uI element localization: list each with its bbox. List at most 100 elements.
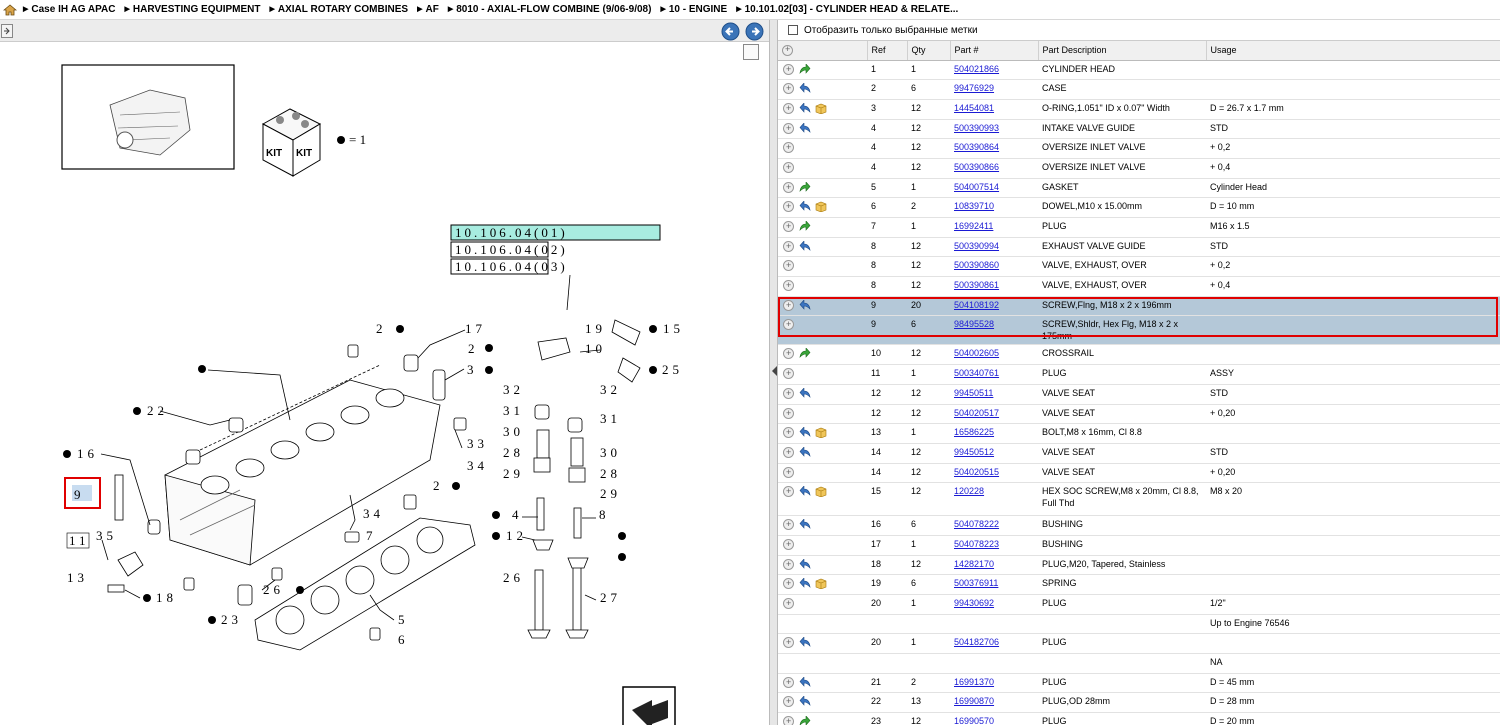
callout[interactable]: 33	[467, 436, 488, 451]
splitter-arrow-icon[interactable]	[771, 365, 778, 377]
breadcrumb-item[interactable]: 10 - ENGINE	[660, 4, 727, 15]
return-arrow-icon[interactable]	[799, 122, 811, 134]
callout[interactable]: 29	[600, 486, 621, 501]
callout[interactable]: 10	[585, 341, 606, 356]
kit-box-icon[interactable]	[815, 103, 827, 114]
cell-part-number[interactable]: 500390993	[950, 119, 1038, 140]
part-number-link[interactable]: 504078223	[954, 538, 1000, 549]
callout[interactable]: 26	[263, 582, 284, 597]
add-to-cart-icon[interactable]	[783, 518, 794, 531]
callout[interactable]: 19	[585, 321, 606, 336]
table-row[interactable]: Up to Engine 76546	[778, 614, 1500, 635]
back-arrow-icon[interactable]	[721, 22, 740, 41]
cell-part-number[interactable]: 500340761	[950, 364, 1038, 385]
breadcrumb-item[interactable]: Case IH AG APAC	[23, 4, 115, 15]
callout[interactable]: 27	[600, 590, 621, 605]
reference-link[interactable]: 10.106.04(02)	[455, 242, 568, 257]
callout[interactable]: 25	[662, 362, 683, 377]
column-header-part-number[interactable]: Part #	[950, 41, 1039, 61]
cell-part-number[interactable]: 98495528	[950, 315, 1038, 346]
add-to-cart-icon[interactable]	[783, 220, 794, 232]
part-number-link[interactable]: 500390866	[954, 161, 1000, 172]
breadcrumb-item[interactable]: 8010 - AXIAL-FLOW COMBINE (9/06-9/08)	[448, 4, 651, 15]
return-arrow-icon[interactable]	[799, 299, 811, 311]
return-arrow-icon[interactable]	[799, 519, 811, 530]
collapse-icon[interactable]	[1, 24, 13, 38]
cell-part-number[interactable]: 500376911	[950, 574, 1038, 595]
add-to-cart-icon[interactable]	[783, 715, 794, 725]
add-to-cart-icon[interactable]	[783, 122, 794, 134]
add-to-cart-icon[interactable]	[783, 538, 794, 550]
cell-part-number[interactable]: 99476929	[950, 79, 1038, 100]
callout[interactable]: 32	[600, 382, 621, 397]
add-to-cart-icon[interactable]	[783, 387, 794, 399]
cell-part-number[interactable]: 16990570	[950, 712, 1038, 725]
cell-part-number[interactable]: 500390861	[950, 276, 1038, 297]
return-arrow-icon[interactable]	[799, 387, 811, 399]
cell-part-number[interactable]: 99430692	[950, 594, 1038, 615]
pane-splitter[interactable]	[769, 20, 778, 725]
part-number-link[interactable]: 99450511	[954, 387, 994, 398]
part-number-link[interactable]: 504020515	[954, 466, 1000, 477]
callout[interactable]: 31	[503, 403, 524, 418]
part-number-link[interactable]: 14282170	[954, 558, 995, 569]
callout[interactable]: 32	[503, 382, 524, 397]
callout[interactable]: 31	[600, 411, 621, 426]
cell-part-number[interactable]	[950, 614, 1038, 635]
column-header-qty[interactable]: Qty	[907, 41, 951, 61]
part-number-link[interactable]: 16586225	[954, 427, 995, 438]
add-to-cart-icon[interactable]	[783, 347, 794, 360]
kit-box-icon[interactable]	[815, 486, 827, 498]
cell-part-number[interactable]: 500390864	[950, 138, 1038, 159]
cell-part-number[interactable]: 500390860	[950, 256, 1038, 278]
callout[interactable]: 16	[77, 446, 98, 461]
breadcrumb-item[interactable]: AF	[417, 4, 438, 15]
return-arrow-icon[interactable]	[799, 201, 811, 212]
part-number-link[interactable]: 10839710	[954, 201, 995, 212]
return-arrow-icon[interactable]	[799, 676, 811, 688]
part-number-link[interactable]: 500340761	[954, 368, 1000, 379]
callout[interactable]: 26	[503, 570, 524, 585]
callout[interactable]: 13	[67, 570, 88, 585]
cell-part-number[interactable]: 504108192	[950, 296, 1038, 317]
callout-selected[interactable]: 9	[74, 487, 85, 502]
part-number-link[interactable]: 504020517	[954, 407, 1000, 418]
add-to-cart-icon[interactable]	[783, 259, 794, 272]
part-number-link[interactable]: 504108192	[954, 299, 1000, 310]
callout[interactable]: 4	[512, 507, 523, 522]
cell-part-number[interactable]: 504021866	[950, 60, 1038, 81]
callout[interactable]: 8	[599, 507, 610, 522]
callout[interactable]: 34	[363, 506, 384, 521]
return-arrow-icon[interactable]	[799, 446, 811, 458]
callout[interactable]: 34	[467, 458, 488, 473]
cell-part-number[interactable]: 10839710	[950, 197, 1038, 218]
part-number-link[interactable]: 16991370	[954, 676, 995, 687]
part-number-link[interactable]: 504007514	[954, 181, 1000, 192]
replacement-arrow-icon[interactable]	[799, 221, 811, 232]
part-number-link[interactable]: 98495528	[954, 319, 995, 330]
cell-part-number[interactable]: 504020517	[950, 404, 1038, 425]
part-number-link[interactable]: 14454081	[954, 102, 995, 113]
callout[interactable]: 22	[147, 403, 168, 418]
callout[interactable]: 12	[506, 528, 527, 543]
part-number-link[interactable]: 500390864	[954, 142, 1000, 153]
add-to-cart-icon[interactable]	[783, 485, 794, 498]
callout[interactable]: 29	[503, 466, 524, 481]
callout[interactable]: 15	[663, 321, 684, 336]
cell-part-number[interactable]: 500390866	[950, 158, 1038, 179]
